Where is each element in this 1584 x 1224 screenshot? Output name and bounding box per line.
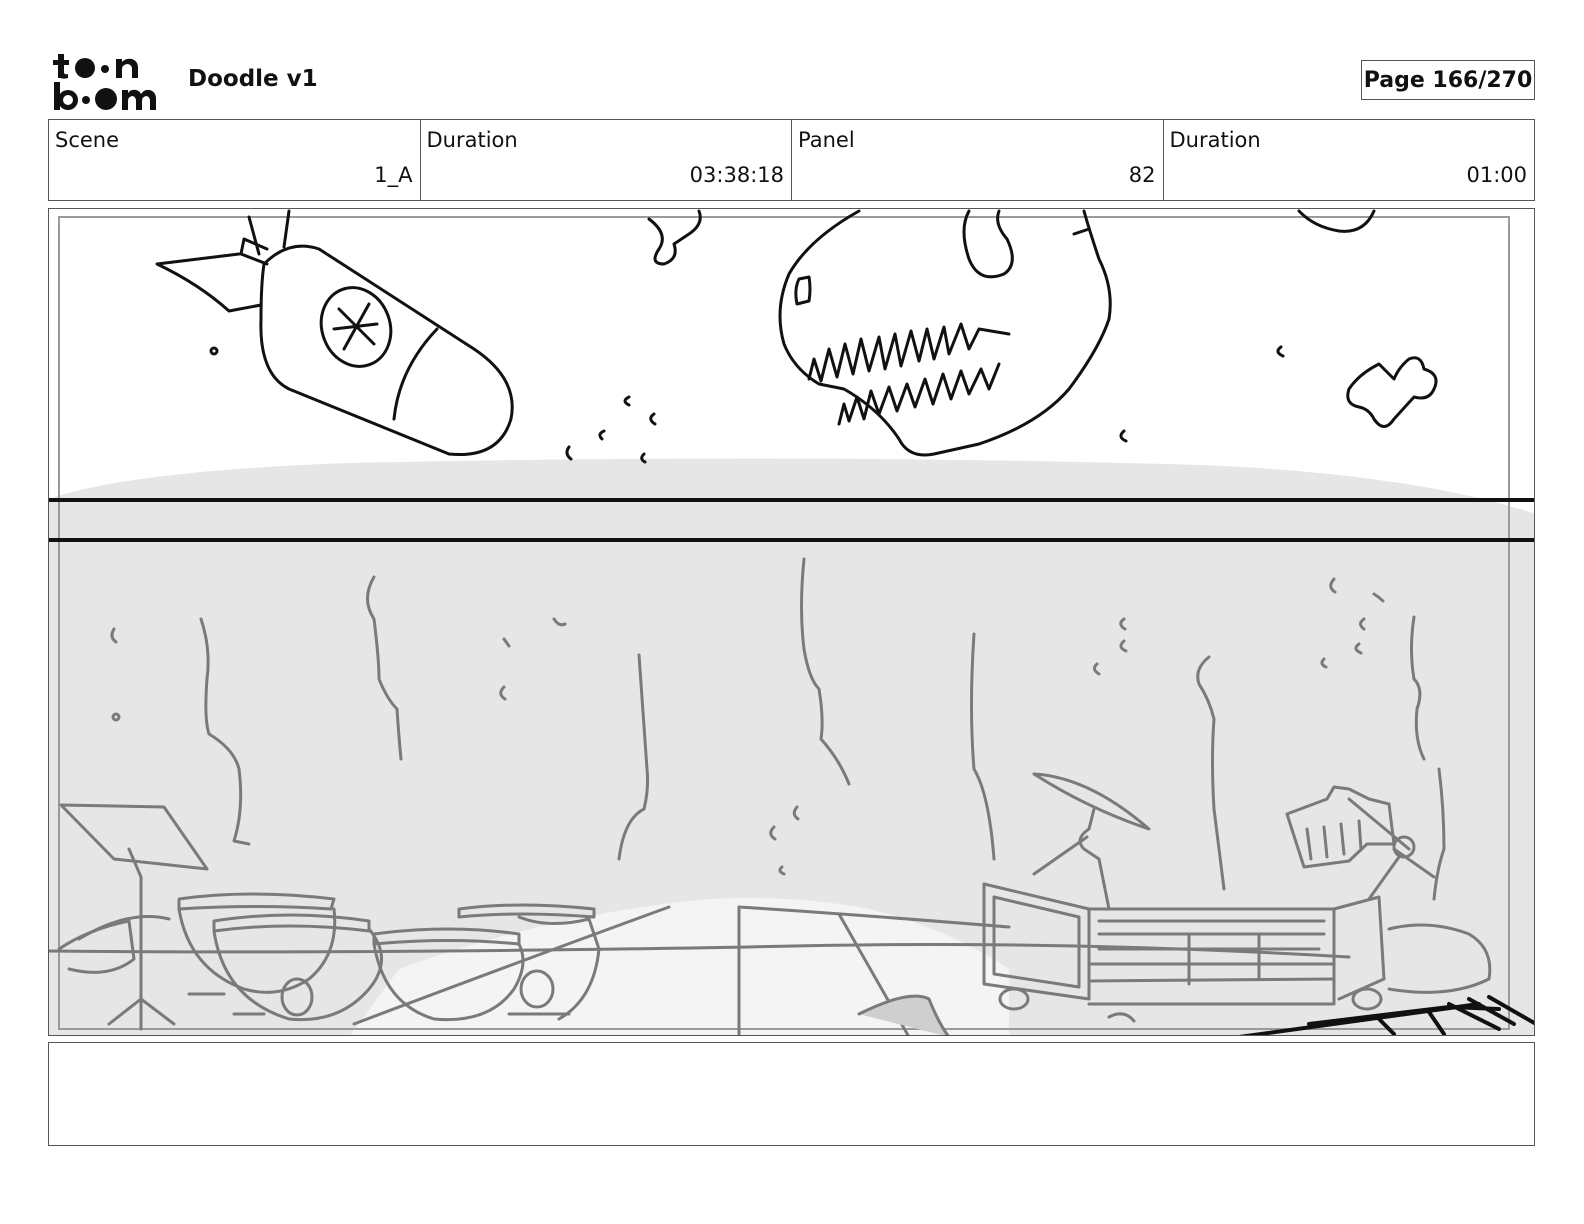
background-wash xyxy=(49,458,1534,1035)
pebbles-black xyxy=(209,345,1285,464)
panel-duration-label: Duration xyxy=(1169,128,1261,152)
dinosaur-skull-sketch xyxy=(778,209,1112,457)
panel-info-table: Scene 1_A Duration 03:38:18 Panel 82 Dur… xyxy=(48,119,1535,201)
panel-duration-cell: Duration 01:00 xyxy=(1164,120,1535,200)
toon-boom-logo xyxy=(52,50,164,112)
panel-cell: Panel 82 xyxy=(792,120,1164,200)
panel-label: Panel xyxy=(798,128,855,152)
safe-frame xyxy=(58,216,1510,1030)
pebbles-grey xyxy=(110,577,1385,876)
storyboard-sketch xyxy=(49,209,1534,1035)
scene-duration-cell: Duration 03:38:18 xyxy=(421,120,792,200)
bone-sketch-right xyxy=(1346,356,1438,428)
storyboard-panel xyxy=(48,208,1535,1036)
panel-notes-box[interactable] xyxy=(48,1042,1535,1146)
scene-label: Scene xyxy=(55,128,120,152)
page-indicator: Page 166/270 xyxy=(1361,60,1535,100)
toon-boom-logo-mark xyxy=(53,54,156,110)
scene-value: 1_A xyxy=(374,163,413,187)
panel-value: 82 xyxy=(1128,163,1156,187)
scene-cell: Scene 1_A xyxy=(49,120,421,200)
stairs-sketch xyxy=(1238,995,1534,1035)
scene-duration-label: Duration xyxy=(426,128,518,152)
scene-duration-value: 03:38:18 xyxy=(689,163,784,187)
kettle-drums-sketch xyxy=(59,803,601,1031)
fragment-top-right xyxy=(1297,209,1376,233)
floor-highlight xyxy=(350,898,1009,1035)
panel-duration-value: 01:00 xyxy=(1466,163,1527,187)
wall-cracks xyxy=(199,557,1446,901)
bone-sketch-top xyxy=(647,209,702,266)
document-title: Doodle v1 xyxy=(188,66,318,92)
drum-kit-sketch xyxy=(57,772,1492,1035)
bomb-sketch xyxy=(155,209,514,457)
